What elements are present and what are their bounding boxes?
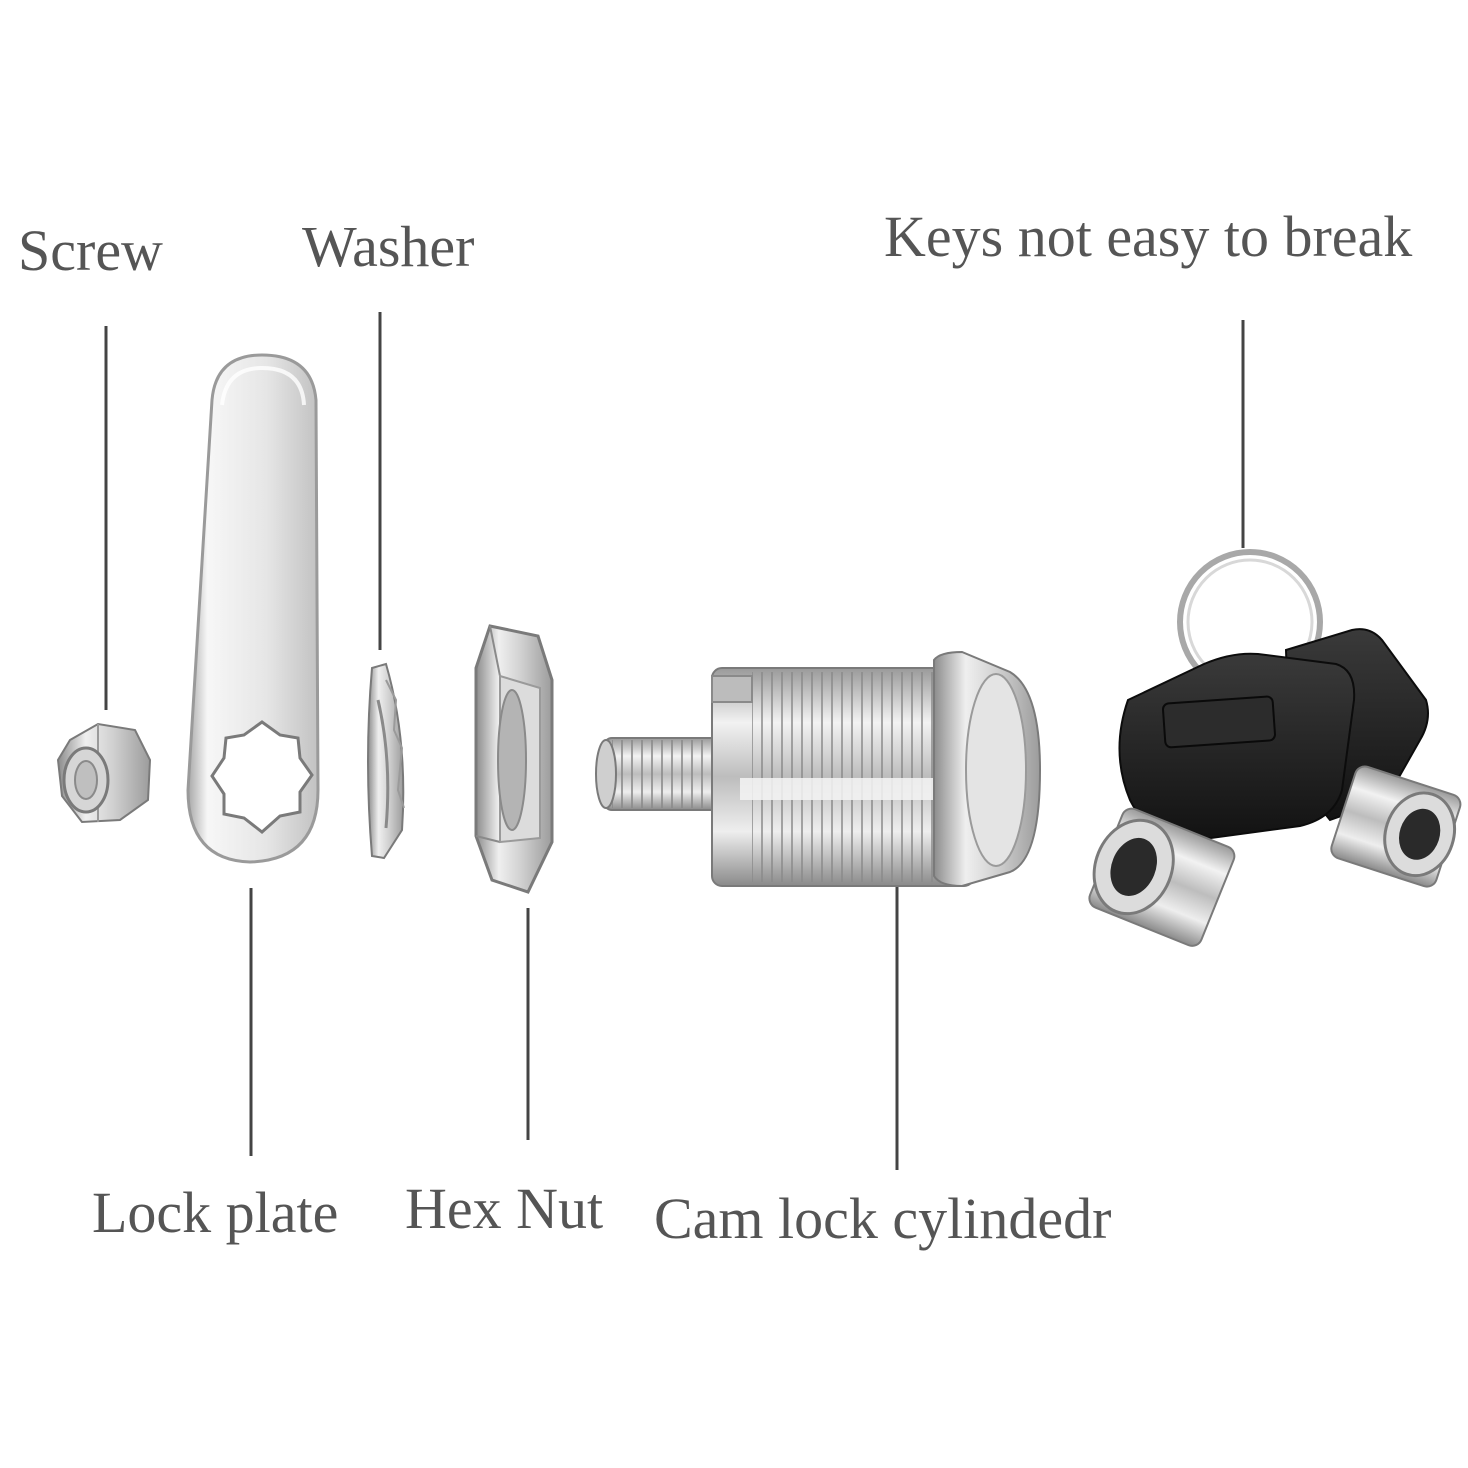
hex-nut-label: Hex Nut [405,1176,604,1241]
washer-label: Washer [302,214,475,279]
keys-label: Keys not easy to break [884,204,1413,269]
leader-lines [104,312,1245,1170]
washer-part [367,662,405,860]
hex-nut-part [474,624,554,894]
lock-plate-part [186,353,320,864]
lock-plate-label: Lock plate [92,1180,339,1245]
screw-part [56,722,152,824]
keys-part [1088,549,1462,947]
cam-lock-cylinder-part [595,650,1042,888]
screw-label: Screw [18,218,163,283]
cam-lock-label: Cam lock cylindedr [654,1186,1112,1251]
